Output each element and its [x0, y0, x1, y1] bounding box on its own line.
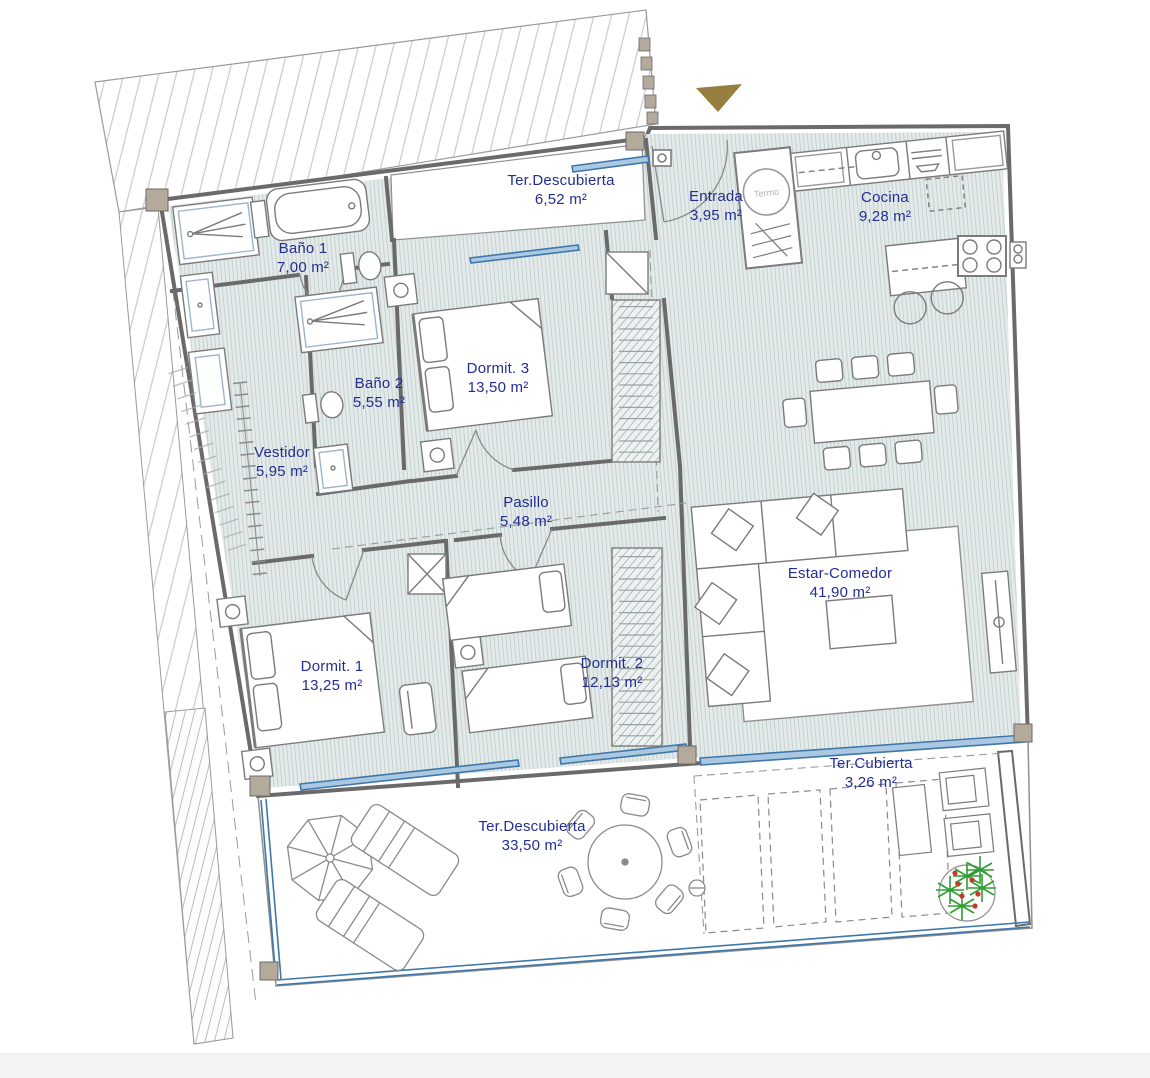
dashed-bay	[829, 783, 893, 923]
sun-lounger	[350, 803, 460, 897]
side-table	[891, 783, 933, 857]
chair	[894, 439, 923, 465]
dining-set	[782, 351, 959, 471]
wardrobe-3	[611, 299, 661, 463]
bed-2b	[461, 655, 594, 734]
pillow	[560, 662, 587, 706]
dormit2-furniture	[441, 547, 663, 747]
upper-terrace-window	[571, 155, 650, 173]
dormit1-furniture	[216, 553, 447, 781]
bano1-fixtures	[171, 178, 382, 415]
pillow	[418, 316, 448, 364]
appliance-dashed	[925, 174, 967, 212]
termo-label: Termo	[754, 187, 780, 200]
chair	[850, 354, 880, 380]
estar-furniture	[690, 351, 1018, 723]
chair	[814, 358, 844, 384]
pillow	[246, 631, 276, 680]
round-dining-set	[557, 793, 706, 931]
dormit3-door	[475, 429, 515, 471]
structural-posts	[145, 131, 1033, 981]
bathtub	[249, 178, 371, 242]
terrace-left-glass-2	[265, 798, 282, 980]
laundry-unit	[187, 347, 233, 415]
bed-fold	[342, 612, 375, 645]
terrace-edge-glass-2	[276, 926, 1031, 986]
bed-fold	[508, 297, 543, 331]
nightstand	[383, 272, 419, 308]
nightstand	[451, 635, 485, 669]
armchair	[398, 682, 437, 736]
roof-hatch-band	[94, 9, 659, 1045]
chair	[822, 445, 852, 471]
vestidor-closet-rail	[168, 366, 267, 577]
termo-closet: Termo	[733, 146, 804, 270]
terrace-edge-glass-1	[276, 921, 1031, 981]
bano2-fixtures	[294, 286, 384, 495]
pillow	[424, 365, 455, 413]
terrace-furniture	[286, 793, 706, 972]
stool	[930, 281, 964, 315]
round-chairs	[557, 793, 693, 931]
entrance-marker-icon	[696, 84, 742, 112]
windows	[260, 155, 1031, 986]
entrada-fixtures: Termo	[652, 146, 804, 270]
dormit3-window	[469, 244, 580, 264]
cocina-fixtures	[789, 130, 1027, 325]
bed-fold	[461, 667, 490, 701]
bed-2a	[441, 563, 573, 642]
cushion	[706, 652, 750, 697]
pillow	[252, 682, 283, 732]
stool	[893, 291, 927, 325]
sofa	[690, 487, 909, 708]
toilet-1	[339, 251, 382, 285]
pillow	[538, 570, 566, 613]
dormit1-glazing	[299, 759, 520, 791]
wardrobe-2	[611, 547, 663, 747]
coffee-table	[825, 594, 897, 650]
dormit3-furniture	[383, 251, 661, 473]
chair	[782, 397, 808, 429]
terrace-left-glass-1	[260, 799, 277, 981]
dashed-bay	[767, 789, 827, 928]
nightstand	[240, 747, 274, 781]
shower-tray-1	[171, 196, 261, 266]
nightstand	[419, 437, 455, 473]
entry-door	[663, 139, 728, 223]
roof-edge-blocks	[638, 37, 659, 125]
shower-tray-2	[294, 286, 384, 354]
toilet-2	[301, 391, 344, 424]
potted-plant	[935, 855, 997, 922]
sun-lounger	[315, 878, 425, 972]
tv-unit	[980, 570, 1018, 674]
kitchen-island	[884, 237, 968, 325]
washbasin-2	[312, 443, 354, 495]
chair	[933, 384, 959, 415]
chair	[886, 351, 916, 377]
bed-fold	[441, 574, 471, 609]
chair	[858, 442, 888, 468]
stove	[957, 235, 1027, 277]
cushion	[795, 492, 840, 537]
cushion	[710, 507, 755, 552]
nightstand	[216, 595, 249, 629]
cushion	[693, 581, 738, 626]
dining-table	[809, 380, 935, 444]
water-heater	[742, 168, 791, 216]
doorbell-box	[652, 149, 672, 167]
dormit1-door	[311, 555, 347, 601]
ter-cubierta-items	[699, 767, 997, 934]
ter-cubierta-side-wall	[996, 749, 1032, 928]
washbasin-1	[179, 271, 221, 339]
kitchen-sink	[854, 147, 900, 180]
bottom-page-edge	[0, 1053, 1150, 1078]
